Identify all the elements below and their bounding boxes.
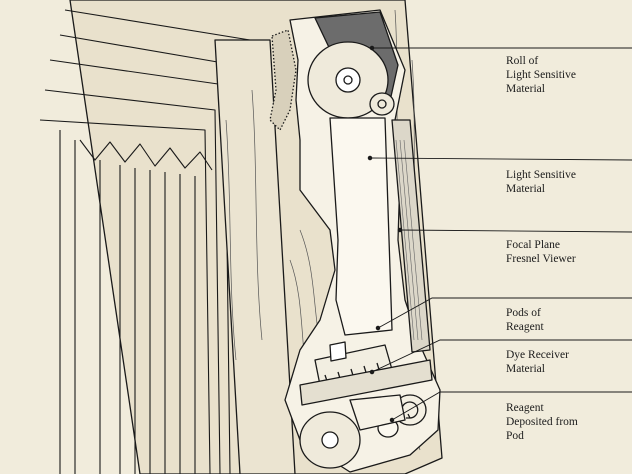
callout-roll-of-light-sensitive-material: Roll of Light Sensitive Material bbox=[506, 54, 630, 96]
callout-line: Pods of bbox=[506, 307, 541, 319]
callout-line: Pod bbox=[506, 430, 524, 442]
callout-pods-of-reagent: Pods of Reagent bbox=[506, 306, 630, 334]
callout-line: Deposited from bbox=[506, 416, 578, 428]
callout-line: Reagent bbox=[506, 321, 544, 333]
front-standard bbox=[214, 39, 296, 474]
leader-film-sheet bbox=[369, 157, 632, 161]
callout-focal-plane-fresnel-viewer: Focal Plane Fresnel Viewer bbox=[506, 238, 630, 266]
callout-dye-receiver-material: Dye Receiver Material bbox=[506, 348, 630, 376]
leader-lines bbox=[367, 45, 632, 423]
leader-pods bbox=[377, 297, 632, 329]
callout-line: Material bbox=[506, 83, 545, 95]
leader-dye-receiver bbox=[371, 339, 632, 373]
callout-reagent-deposited-from-pod: Reagent Deposited from Pod bbox=[506, 401, 630, 443]
film-sheet bbox=[329, 117, 393, 336]
callout-light-sensitive-material: Light Sensitive Material bbox=[506, 168, 630, 196]
leader-reagent-deposited bbox=[391, 391, 632, 421]
callout-line: Reagent bbox=[506, 402, 544, 414]
film-roll bbox=[307, 41, 395, 119]
callout-line: Light Sensitive bbox=[506, 169, 576, 181]
fresnel-viewer bbox=[391, 119, 431, 353]
leader-fresnel bbox=[399, 229, 632, 233]
callout-line: Dye Receiver bbox=[506, 349, 569, 361]
callout-line: Material bbox=[506, 363, 545, 375]
lower-rollers bbox=[299, 394, 427, 469]
callout-line: Material bbox=[506, 183, 545, 195]
callout-line: Roll of bbox=[506, 55, 539, 67]
callout-line: Focal Plane bbox=[506, 239, 560, 251]
callout-line: Light Sensitive bbox=[506, 69, 576, 81]
callout-line: Fresnel Viewer bbox=[506, 253, 576, 265]
dye-receiver bbox=[299, 359, 433, 406]
insulation-edge bbox=[269, 29, 297, 131]
